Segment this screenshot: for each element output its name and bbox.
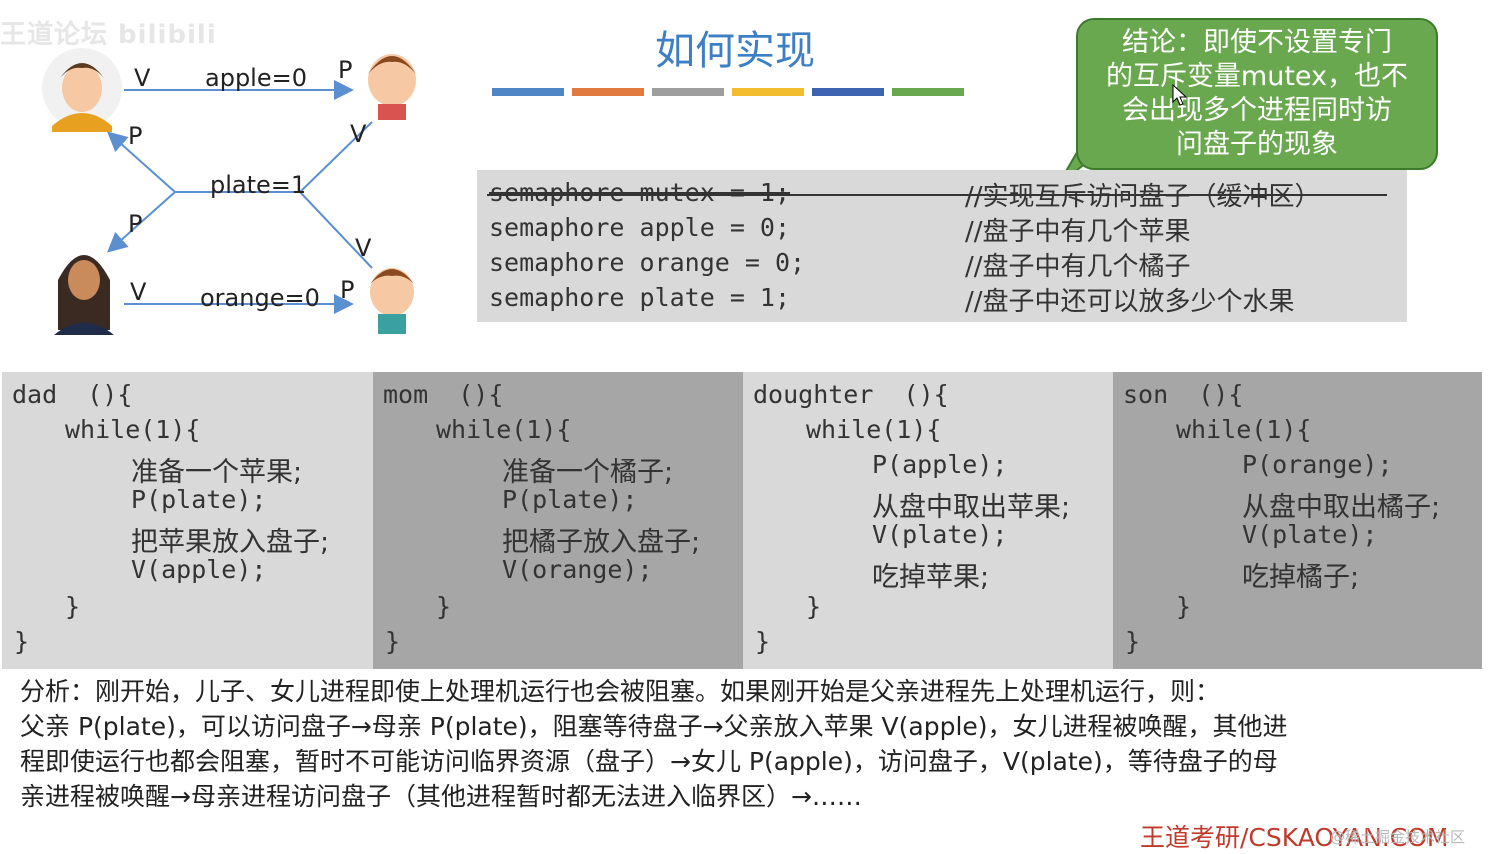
code-line: } xyxy=(14,627,30,656)
daughter-avatar xyxy=(370,268,414,334)
semaphore-declarations: semaphore mutex = 1; //实现互斥访问盘子（缓冲区） sem… xyxy=(477,170,1407,322)
code-line: 把苹果放入盘子; xyxy=(131,527,330,558)
code-line: 把橘子放入盘子; xyxy=(502,527,701,558)
mom-avatar xyxy=(54,255,114,335)
analysis-text: 分析：刚开始，儿子、女儿进程即使上处理机运行也会被阻塞。如果刚开始是父亲进程先上… xyxy=(20,674,1480,814)
code-line: } xyxy=(436,592,452,621)
callout-line: 问盘子的现象 xyxy=(1176,129,1338,160)
son-avatar-top xyxy=(368,54,416,120)
process-diagram xyxy=(42,48,416,335)
orange-p-label: P xyxy=(340,276,355,304)
semaphore-code: semaphore mutex = 1; xyxy=(489,178,791,207)
footer-brand: 王道考研/CSKAOYAN.COM xyxy=(1140,823,1449,852)
semaphore-comment: //盘子中还可以放多少个水果 xyxy=(965,287,1295,317)
code-line: V(plate); xyxy=(1242,520,1378,549)
dad-v-label: V xyxy=(134,64,151,92)
code-line: doughter (){ xyxy=(753,380,949,409)
code-line: V(apple); xyxy=(131,555,267,584)
code-line: V(orange); xyxy=(502,555,653,584)
code-line: while(1){ xyxy=(806,415,942,444)
mom-p-label: P xyxy=(128,210,143,238)
code-line: } xyxy=(1176,592,1192,621)
code-panel: son (){ while(1){ P(orange); 从盘中取出橘子;V(plat… xyxy=(1113,372,1482,669)
apple-p-label: P xyxy=(338,56,353,84)
color-bar xyxy=(652,88,724,96)
color-bar xyxy=(572,88,644,96)
code-panel: dad (){ while(1){ 准备一个苹果;P(plate); 把苹果放入盘子;… xyxy=(2,372,373,669)
color-bar xyxy=(492,88,564,96)
code-line: P(plate); xyxy=(502,485,638,514)
plate-label: plate=1 xyxy=(210,171,307,199)
code-line: mom (){ xyxy=(383,380,504,409)
color-bar xyxy=(892,88,964,96)
semaphore-code: semaphore plate = 1; xyxy=(489,283,791,312)
callout-line: 结论：即使不设置专门 xyxy=(1122,27,1392,58)
callout-line: 的互斥变量mutex，也不 xyxy=(1105,61,1409,92)
code-line: P(plate); xyxy=(131,485,267,514)
analysis-line: 分析：刚开始，儿子、女儿进程即使上处理机运行也会被阻塞。如果刚开始是父亲进程先上… xyxy=(20,677,1221,706)
watermark-top: 王道论坛 bilibili xyxy=(0,20,217,50)
code-line: P(orange); xyxy=(1242,450,1393,479)
conclusion-callout: 结论：即使不设置专门 的互斥变量mutex，也不 会出现多个进程同时访 问盘子的… xyxy=(1076,18,1438,170)
son-v-label: V xyxy=(355,234,372,262)
code-line: while(1){ xyxy=(1176,415,1312,444)
daughter-v-label: V xyxy=(350,120,367,148)
semaphore-code: semaphore orange = 0; xyxy=(489,248,806,277)
code-line: 准备一个苹果; xyxy=(131,457,303,488)
cursor-icon xyxy=(1172,84,1188,106)
code-panel: doughter (){ while(1){ P(apple); 从盘中取出苹果;V(… xyxy=(743,372,1113,669)
code-line: 从盘中取出橘子; xyxy=(1242,492,1441,523)
code-line: while(1){ xyxy=(436,415,572,444)
color-bar xyxy=(732,88,804,96)
mom-v-label: V xyxy=(130,278,147,306)
code-line: 从盘中取出苹果; xyxy=(872,492,1071,523)
orange-label: orange=0 xyxy=(200,284,320,312)
analysis-line: 亲进程被唤醒→母亲进程访问盘子（其他进程暂时都无法进入临界区）→…… xyxy=(20,782,862,811)
semaphore-code: semaphore apple = 0; xyxy=(489,213,791,242)
semaphore-comment: //盘子中有几个橘子 xyxy=(965,252,1191,282)
code-line: P(apple); xyxy=(872,450,1008,479)
dad-p-label: P xyxy=(128,122,143,150)
code-line: } xyxy=(385,627,401,656)
code-panel: mom (){ while(1){ 准备一个橘子;P(plate); 把橘子放入盘子;… xyxy=(373,372,743,669)
code-line: dad (){ xyxy=(12,380,133,409)
strike-line xyxy=(487,194,1387,196)
code-line: son (){ xyxy=(1123,380,1244,409)
dad-avatar xyxy=(42,48,122,132)
code-line: 准备一个橘子; xyxy=(502,457,674,488)
code-line: 吃掉苹果; xyxy=(872,562,990,593)
code-line: V(plate); xyxy=(872,520,1008,549)
analysis-line: 程即使运行也都会阻塞，暂时不可能访问临界资源（盘子）→女儿 P(apple)，访… xyxy=(20,747,1278,776)
code-line: } xyxy=(806,592,822,621)
code-line: while(1){ xyxy=(65,415,201,444)
footer-watermark: @稀土掘金技术社区 xyxy=(1330,828,1466,846)
code-line: } xyxy=(65,592,81,621)
analysis-line: 父亲 P(plate)，可以访问盘子→母亲 P(plate)，阻塞等待盘子→父亲… xyxy=(20,712,1288,741)
callout-line: 会出现多个进程同时访 xyxy=(1122,95,1392,126)
code-line: 吃掉橘子; xyxy=(1242,562,1360,593)
color-bar xyxy=(812,88,884,96)
apple-label: apple=0 xyxy=(205,64,307,92)
page-title: 如何实现 xyxy=(655,28,815,74)
code-line: } xyxy=(1125,627,1141,656)
semaphore-comment: //实现互斥访问盘子（缓冲区） xyxy=(965,182,1321,212)
semaphore-comment: //盘子中有几个苹果 xyxy=(965,217,1191,247)
code-line: } xyxy=(755,627,771,656)
